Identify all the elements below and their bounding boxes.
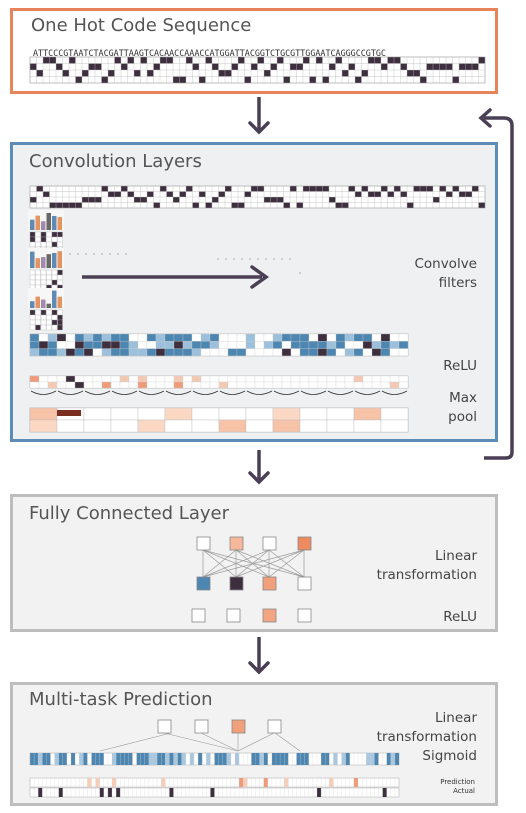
mt-node-2 bbox=[194, 719, 209, 734]
fc-linear-label: Linear transformation bbox=[376, 548, 477, 583]
mt-linear-label: Linear transformation Sigmoid bbox=[376, 710, 477, 764]
conv-relu-label: ReLU bbox=[443, 358, 477, 374]
fc-input-node-3 bbox=[262, 536, 277, 551]
fc-relu-label: ReLU bbox=[443, 609, 477, 625]
fc-relu-node-4 bbox=[297, 608, 312, 623]
prediction-label: Prediction bbox=[440, 778, 475, 786]
fc-relu-node-3 bbox=[262, 608, 277, 623]
fc-input-node-1 bbox=[196, 536, 211, 551]
fc-hidden-node-1 bbox=[196, 576, 211, 591]
mt-node-4 bbox=[267, 719, 282, 734]
fc-input-node-2 bbox=[229, 536, 244, 551]
fc-hidden-node-4 bbox=[297, 576, 312, 591]
repeat-loop-arrow bbox=[484, 116, 514, 460]
fc-input-node-4 bbox=[297, 536, 312, 551]
fc-title: Fully Connected Layer bbox=[29, 503, 229, 524]
fc-hidden-node-3 bbox=[262, 576, 277, 591]
convolve-filters-label: Convolve filters bbox=[414, 256, 477, 291]
mt-title: Multi-task Prediction bbox=[29, 689, 213, 710]
maxpool-label: Max pool bbox=[448, 390, 477, 425]
fc-relu-node-2 bbox=[226, 608, 241, 623]
actual-label: Actual bbox=[453, 787, 475, 795]
dna-sequence: ATTCCCGTAATCTACGATTAAGTCACAACCAAACCATGGA… bbox=[33, 48, 386, 58]
fc-hidden-node-2 bbox=[229, 576, 244, 591]
mt-node-3 bbox=[231, 719, 246, 734]
onehot-title: One Hot Code Sequence bbox=[31, 15, 252, 36]
mt-node-1 bbox=[157, 719, 172, 734]
fully-connected-panel: Fully Connected Layer Linear transformat… bbox=[10, 494, 498, 632]
fc-relu-node-1 bbox=[191, 608, 206, 623]
conv-title: Convolution Layers bbox=[29, 151, 202, 172]
